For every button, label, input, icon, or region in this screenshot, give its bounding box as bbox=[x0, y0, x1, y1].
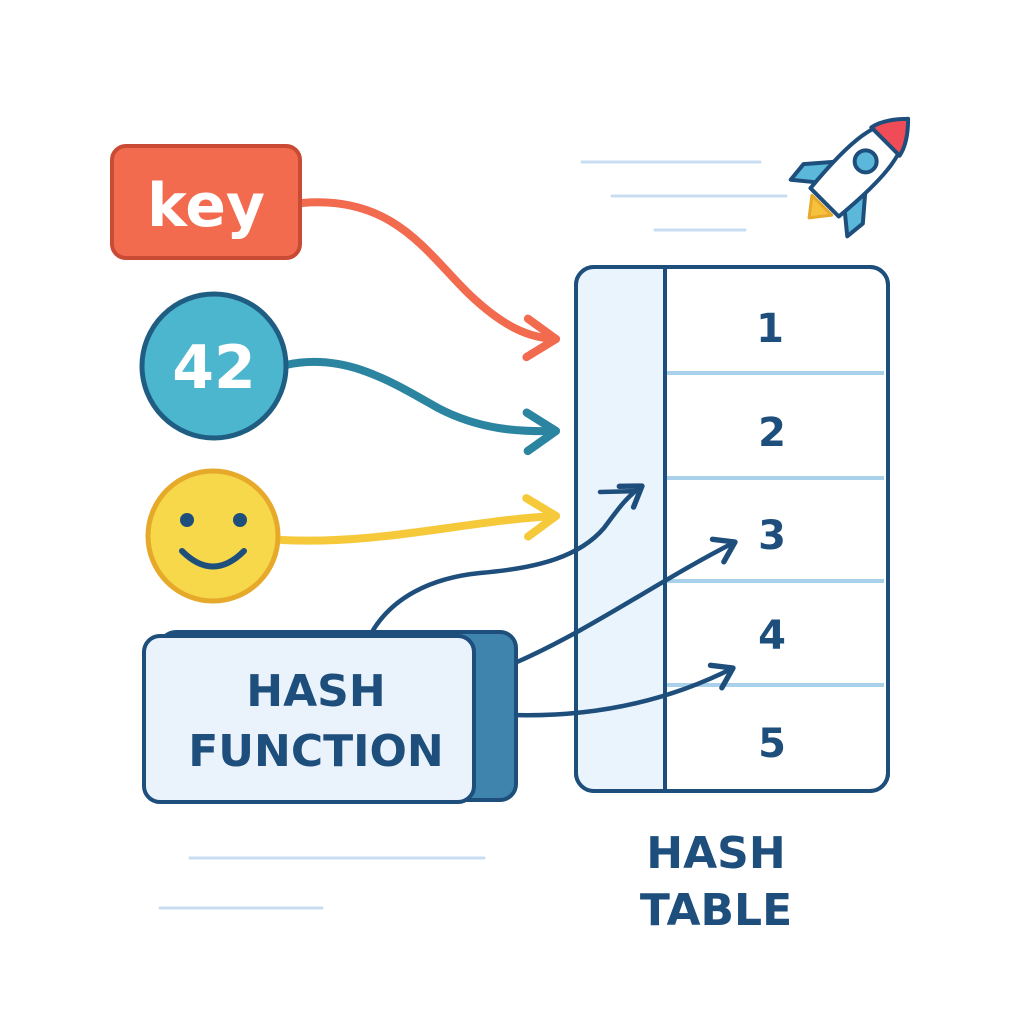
table-row-label: 4 bbox=[758, 613, 786, 659]
speed-lines-bottom bbox=[158, 856, 486, 910]
row-dividers bbox=[667, 371, 884, 687]
number-label: 42 bbox=[172, 333, 256, 403]
table-row-label: 5 bbox=[758, 721, 786, 767]
hash-function-box: HASH FUNCTION bbox=[142, 630, 518, 804]
table-row-label: 1 bbox=[756, 306, 784, 352]
hash-function-arrow-to-index bbox=[369, 483, 645, 635]
table-row-label: 3 bbox=[758, 513, 786, 559]
hash-table-caption-line1: HASH bbox=[646, 828, 785, 879]
key-label: key bbox=[147, 171, 265, 241]
table-row-label: 2 bbox=[758, 410, 786, 456]
key-input: key bbox=[110, 144, 302, 260]
key-arrow bbox=[298, 198, 561, 362]
hash-table-index-column bbox=[578, 269, 665, 789]
number-input: 42 bbox=[139, 291, 289, 441]
hash-table: 1 2 3 4 5 bbox=[574, 265, 890, 793]
speed-lines-top bbox=[580, 160, 788, 232]
hash-table-caption-line2: TABLE bbox=[640, 885, 792, 936]
hash-function-arrow-to-row-4 bbox=[487, 662, 736, 718]
number-arrow bbox=[282, 357, 561, 456]
rocket-icon bbox=[788, 116, 911, 239]
hash-function-label-line2: FUNCTION bbox=[188, 726, 444, 777]
hash-index-tick-arrow bbox=[597, 488, 643, 495]
smiley-arrow bbox=[278, 494, 561, 545]
smiley-face-icon bbox=[145, 468, 281, 604]
hash-function-arrow-to-row-3 bbox=[514, 536, 738, 665]
hash-function-label-line1: HASH bbox=[246, 666, 385, 717]
